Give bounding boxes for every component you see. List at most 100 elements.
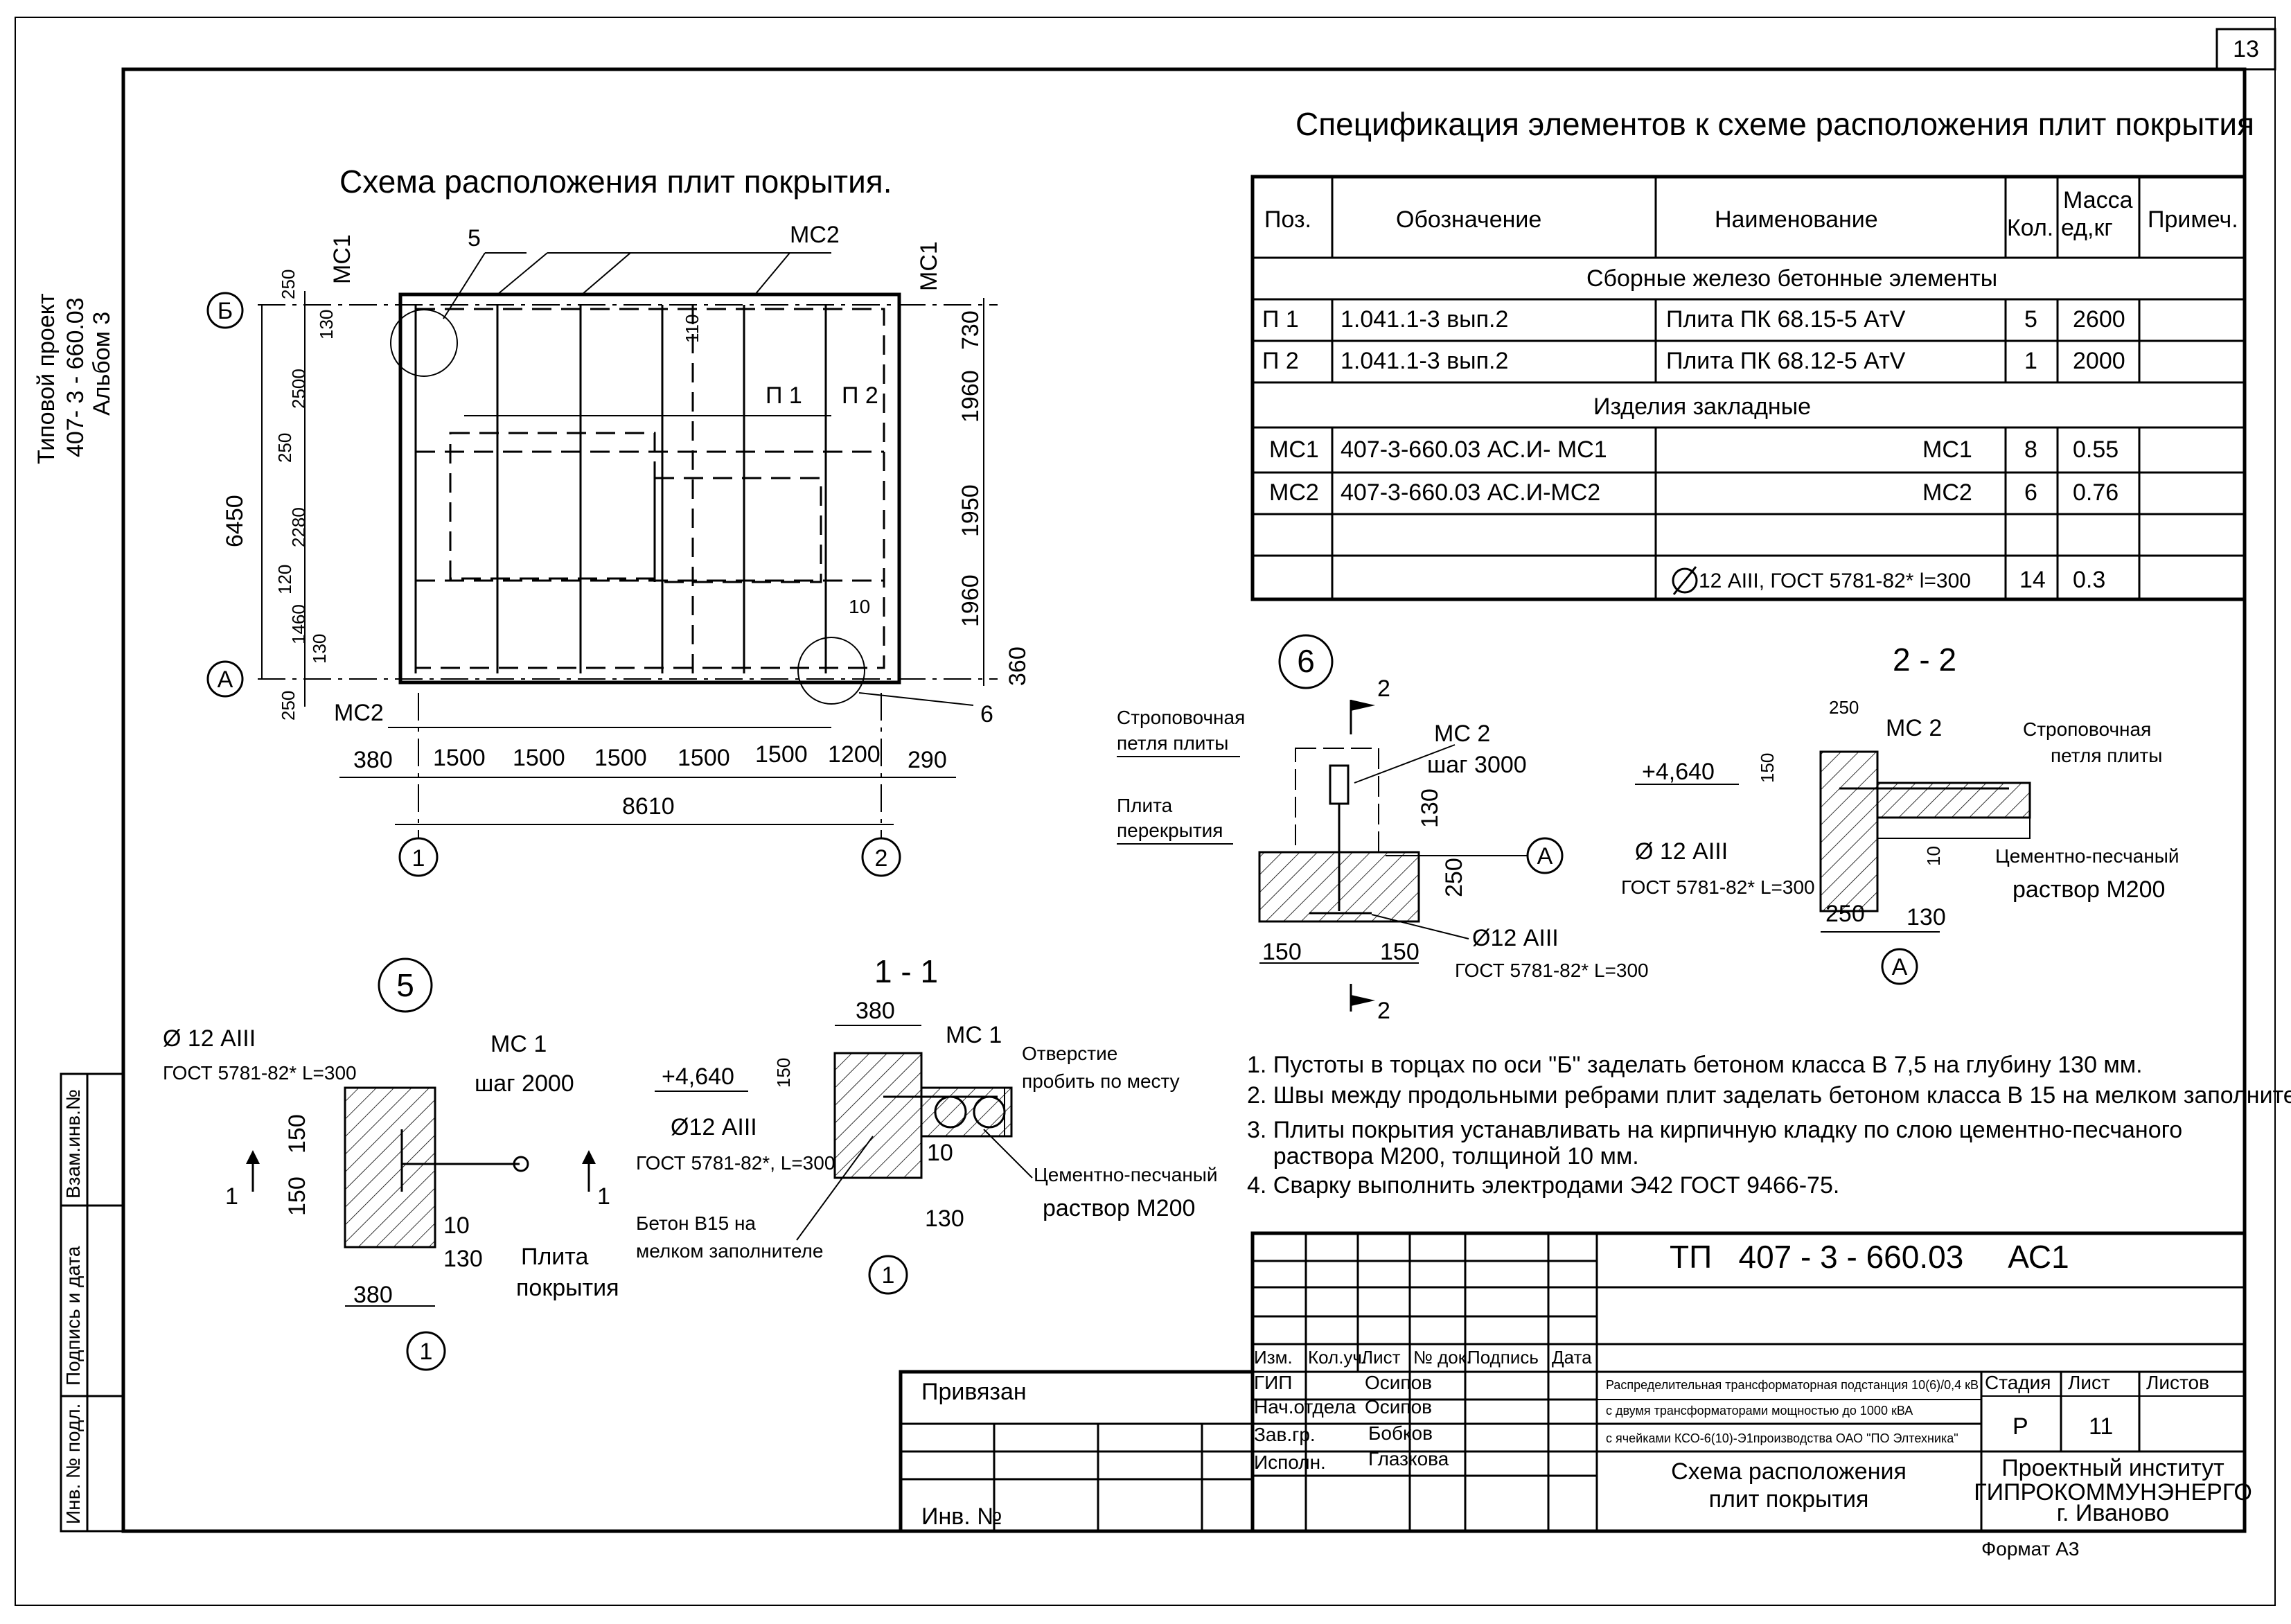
right-dim-0: 730 — [957, 310, 984, 350]
sec11-d380: 380 — [856, 998, 895, 1024]
side-stamp-line3: Альбом 3 — [89, 312, 115, 416]
sec11-mortar-2: раствор М200 — [1043, 1195, 1195, 1221]
axis-B-label: Б — [218, 298, 233, 324]
node6-number: 6 — [1297, 643, 1315, 679]
node5-ms: МС 1 — [490, 1031, 547, 1057]
sec11-title: 1 - 1 — [874, 953, 938, 989]
plan-ms1-left: МС1 — [329, 234, 355, 284]
spec-row1-code: 1.041.1-3 вып.2 — [1341, 306, 1508, 333]
node6-d150a: 150 — [1262, 939, 1302, 965]
node5-axis: 1 — [420, 1339, 433, 1365]
spec-row1-name: Плита ПК 68.15-5 АтV — [1666, 306, 1906, 333]
node6-gost: ГОСТ 5781-82* L=300 — [1455, 960, 1649, 981]
bottom-dim-5: 1500 — [755, 741, 808, 768]
node6-slab-2: перекрытия — [1117, 820, 1223, 841]
bottom-dim-7: 290 — [908, 747, 947, 773]
sec22-ms: МС 2 — [1886, 715, 1942, 741]
note-3: 3. Плиты покрытия устанавливать на кирпи… — [1247, 1117, 2182, 1143]
node6-d250: 250 — [1441, 858, 1467, 897]
general-notes: 1. Пустоты в торцах по оси "Б" заделать … — [1247, 1052, 2291, 1199]
right-dim-2: 1950 — [957, 484, 984, 537]
note-4: 4. Сварку выполнить электродами Э42 ГОСТ… — [1247, 1172, 1839, 1199]
node6-loop-2: петля плиты — [1117, 732, 1228, 754]
spec-header-code: Обозначение — [1396, 206, 1541, 233]
node6-d150b: 150 — [1380, 939, 1419, 965]
sec22-d150: 150 — [1757, 753, 1778, 783]
plan-p2-label: П 2 — [842, 382, 878, 409]
spec-row4-name: МС2 — [1922, 479, 1972, 506]
title-block: ТП 407 - 3 - 660.03 АС1 Изм. Кол.уч. Лис… — [899, 1231, 2252, 1560]
node5-d380: 380 — [353, 1282, 393, 1308]
tb-desc-3: с ячейками КСО-6(10)-Э1производства ОАО … — [1606, 1431, 1958, 1445]
spec-row6-name: 12 АIII, ГОСТ 5781-82* l=300 — [1699, 570, 1971, 592]
node6-rebar: Ø12 АIII — [1472, 925, 1559, 951]
bottom-dim-2: 1500 — [513, 745, 565, 771]
tb-format: Формат А3 — [1981, 1538, 2080, 1560]
node-6-detail: 6 2 Строповочная петля плиты Плита перек… — [1117, 634, 1649, 1024]
side-stamp: Типовой проект 407- 3 - 660.03 Альбом 3 … — [33, 293, 125, 1533]
spec-row4-pos: МС2 — [1269, 479, 1319, 506]
tb-desc-1: Распределительная трансформаторная подст… — [1606, 1378, 1979, 1392]
tb-role-3: Исполн. — [1254, 1451, 1326, 1473]
left-dim-4: 2280 — [288, 507, 309, 547]
tb-col-doc: № док. — [1413, 1347, 1471, 1368]
left-dim-1: 130 — [316, 310, 337, 339]
spec-header-pos: Поз. — [1264, 206, 1311, 233]
spec-table: Спецификация элементов к схеме расположе… — [1250, 106, 2254, 601]
node5-mark-left: 1 — [225, 1183, 238, 1210]
sec22-d10: 10 — [1923, 846, 1944, 866]
sec11-axis: 1 — [882, 1262, 895, 1289]
sec22-title: 2 - 2 — [1893, 642, 1956, 678]
spec-row3-pos: МС1 — [1269, 436, 1319, 463]
sec11-gost: ГОСТ 5781-82*, L=300 — [636, 1152, 835, 1174]
right-dim-4: 360 — [1005, 646, 1031, 686]
node5-d10: 10 — [443, 1212, 470, 1239]
sec11-mortar-1: Цементно-песчаный — [1034, 1164, 1218, 1185]
sec11-d10: 10 — [927, 1140, 953, 1166]
spec-group-2: Изделия закладные — [1593, 394, 1811, 420]
node5-slab-1: Плита — [521, 1244, 588, 1270]
node5-step: шаг 2000 — [475, 1070, 574, 1097]
tb-col-list: Лист — [1361, 1347, 1401, 1368]
sec11-level: +4,640 — [662, 1063, 734, 1090]
sec22-d250top: 250 — [1829, 697, 1859, 718]
tb-name-2: Бобков — [1368, 1422, 1433, 1444]
sec22-rebar: Ø 12 АIII — [1635, 838, 1728, 865]
node5-mark-right: 1 — [597, 1183, 610, 1210]
spec-row2-pos: П 2 — [1262, 348, 1299, 374]
spec-header-note: Примеч. — [2148, 206, 2238, 233]
stamp-field-replace: Взам.инв.№ — [62, 1089, 84, 1199]
spec-row4-mass: 0.76 — [2073, 479, 2118, 506]
section-1-1: 1 - 1 380 МС 1 Отверстие пробить по мест… — [636, 953, 1218, 1295]
spec-group-1: Сборные железо бетонные элементы — [1586, 265, 1997, 292]
note-3b: раствора М200, толщиной 10 мм. — [1247, 1143, 1639, 1170]
plan-overall-width: 8610 — [622, 793, 675, 820]
node5-rebar: Ø 12 АIII — [163, 1025, 256, 1052]
corner-sheet-number: 13 — [2233, 36, 2259, 62]
node5-number: 5 — [396, 967, 414, 1003]
tb-role-2: Зав.гр. — [1254, 1424, 1316, 1445]
tb-col-izm: Изм. — [1254, 1347, 1293, 1368]
tb-role-0: ГИП — [1254, 1372, 1292, 1393]
tb-stage: Р — [2013, 1413, 2028, 1440]
sec11-concrete-1: Бетон В15 на — [636, 1212, 756, 1234]
plan-overall-height: 6450 — [222, 495, 248, 547]
side-stamp-line1: Типовой проект — [33, 293, 60, 464]
sec22-mortar-2: раствор М200 — [2013, 876, 2165, 903]
spec-row3-code: 407-3-660.03 АС.И- МС1 — [1341, 436, 1607, 463]
axis-1-label: 1 — [412, 845, 425, 872]
sec11-d150: 150 — [773, 1058, 794, 1088]
plan-p1-label: П 1 — [766, 382, 802, 409]
sec11-d130: 130 — [925, 1206, 964, 1232]
node6-section-top: 2 — [1377, 676, 1390, 702]
node5-d130: 130 — [443, 1246, 483, 1272]
node5-slab-2: покрытия — [516, 1275, 619, 1301]
tb-sheet-h: Лист — [2068, 1372, 2110, 1393]
left-dim-6: 1460 — [288, 604, 309, 644]
node-5-detail: 5 Ø 12 АIII ГОСТ 5781-82* L=300 МС 1 шаг… — [163, 957, 619, 1371]
axis-A-label: А — [218, 667, 233, 693]
right-dim-1: 1960 — [957, 370, 984, 423]
tb-title-1: Схема расположения — [1671, 1458, 1907, 1485]
node6-section-bottom: 2 — [1377, 998, 1390, 1024]
side-stamp-line2: 407- 3 - 660.03 — [62, 297, 89, 457]
